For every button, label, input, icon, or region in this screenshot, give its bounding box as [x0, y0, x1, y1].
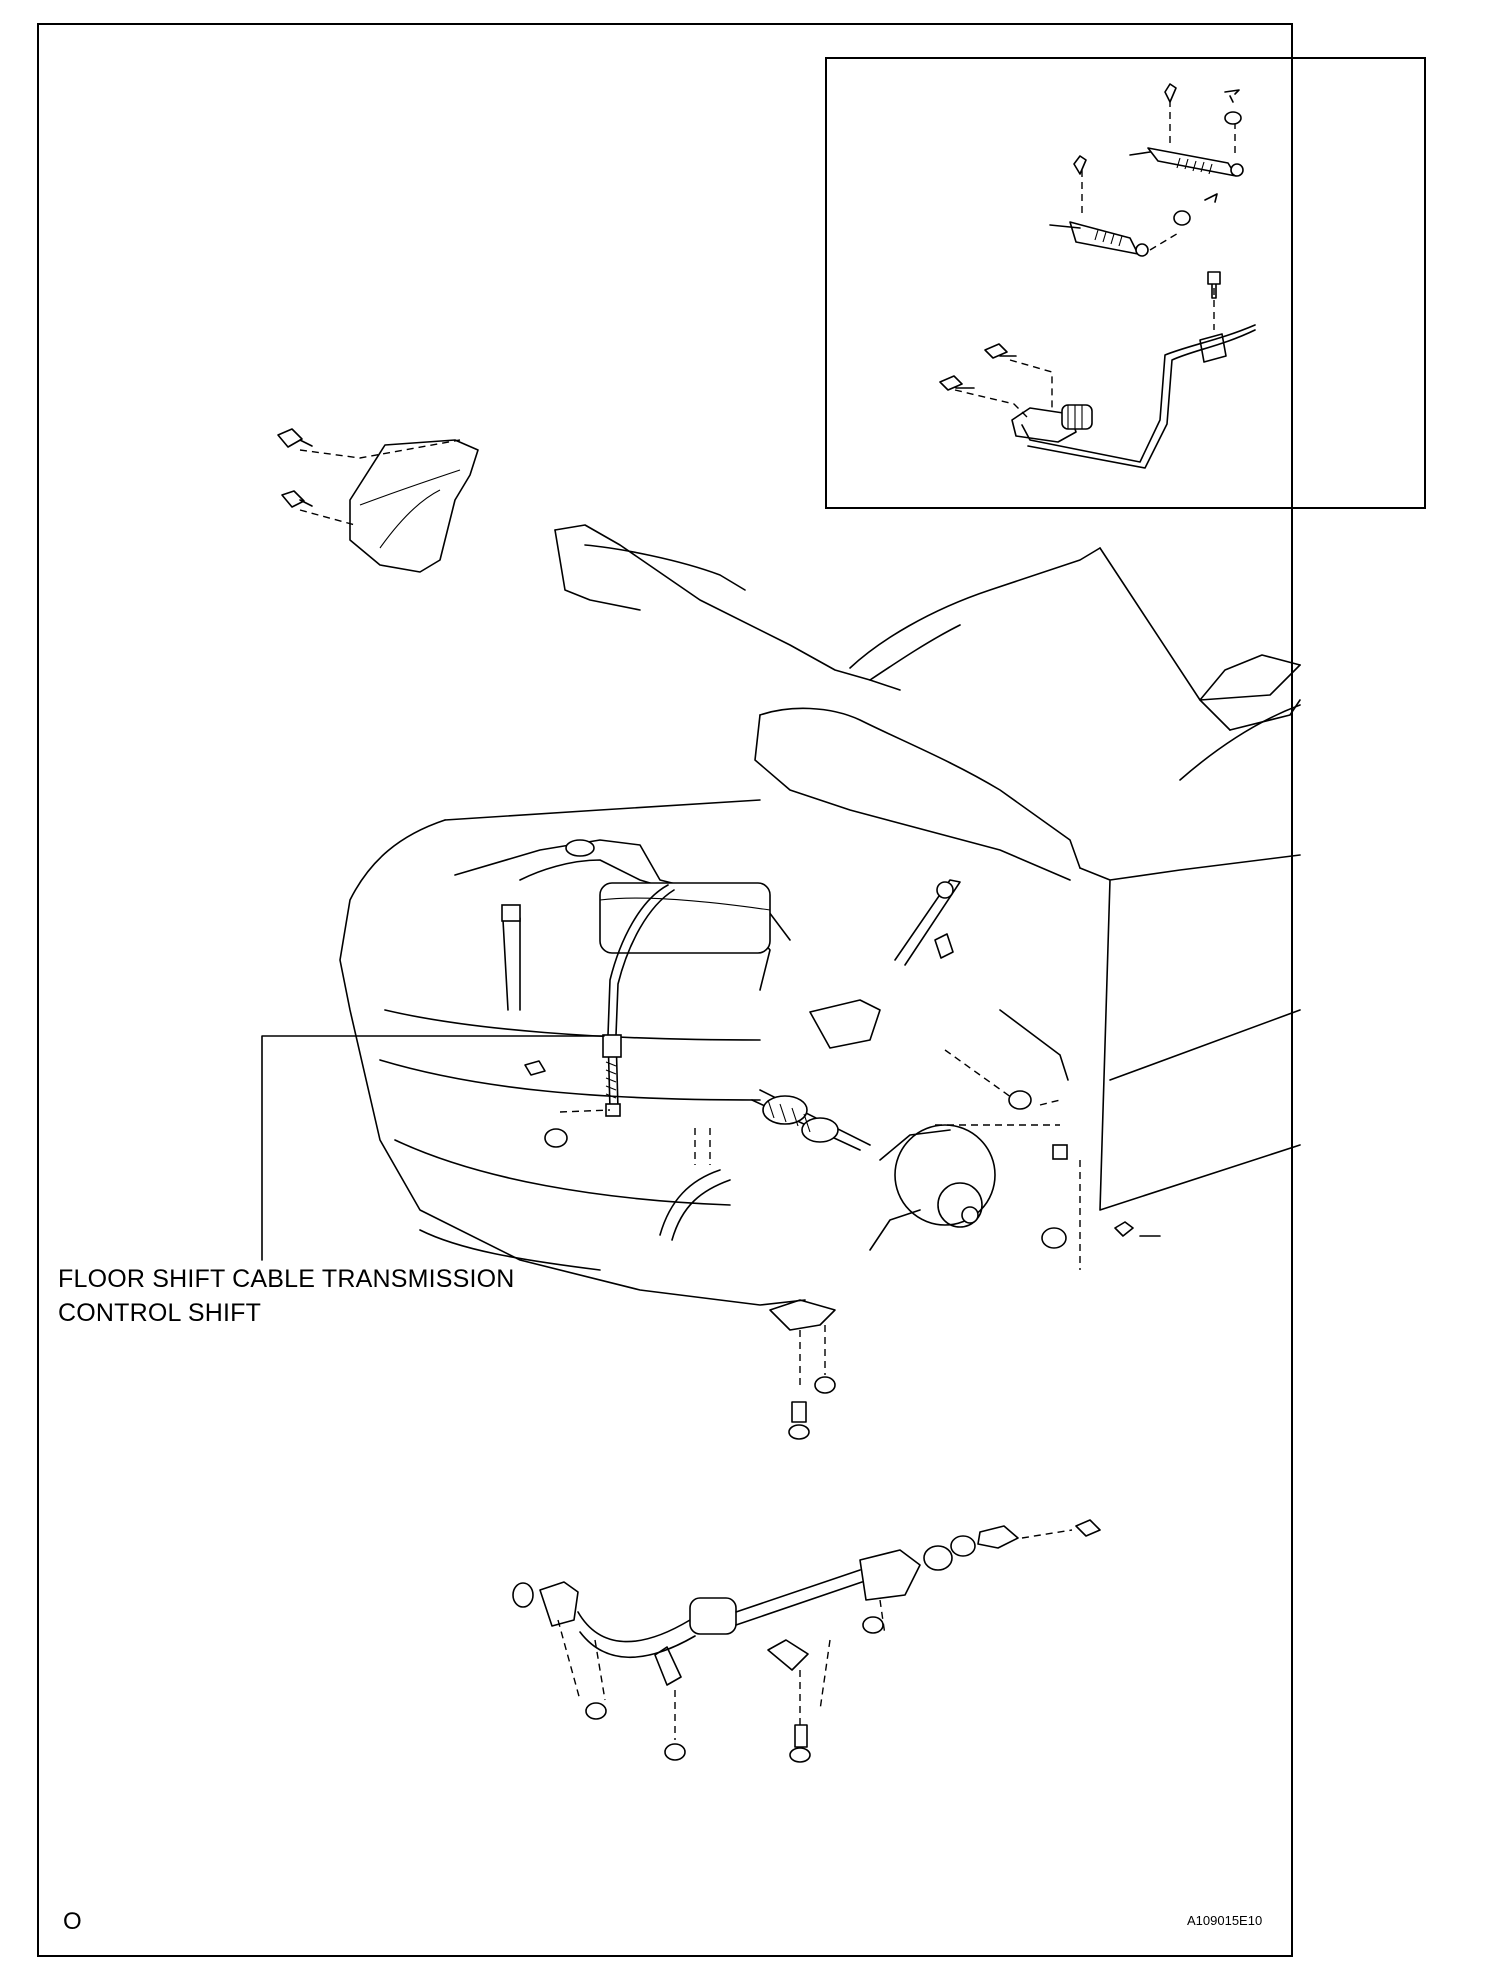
page-border [37, 23, 1293, 1957]
inset-detail [825, 57, 1426, 509]
car-body [339, 524, 1301, 1440]
engine-under-cover [277, 428, 479, 573]
callout-label-line2: CONTROL SHIFT [58, 1299, 262, 1327]
figure-code: A109015E10 [1187, 1913, 1263, 1928]
callout-leader [261, 1035, 605, 1261]
exhaust-pipe-assembly [512, 1519, 1101, 1763]
callout-label-line1: FLOOR SHIFT CABLE TRANSMISSION [58, 1265, 515, 1293]
page-marker: O [63, 1908, 82, 1935]
